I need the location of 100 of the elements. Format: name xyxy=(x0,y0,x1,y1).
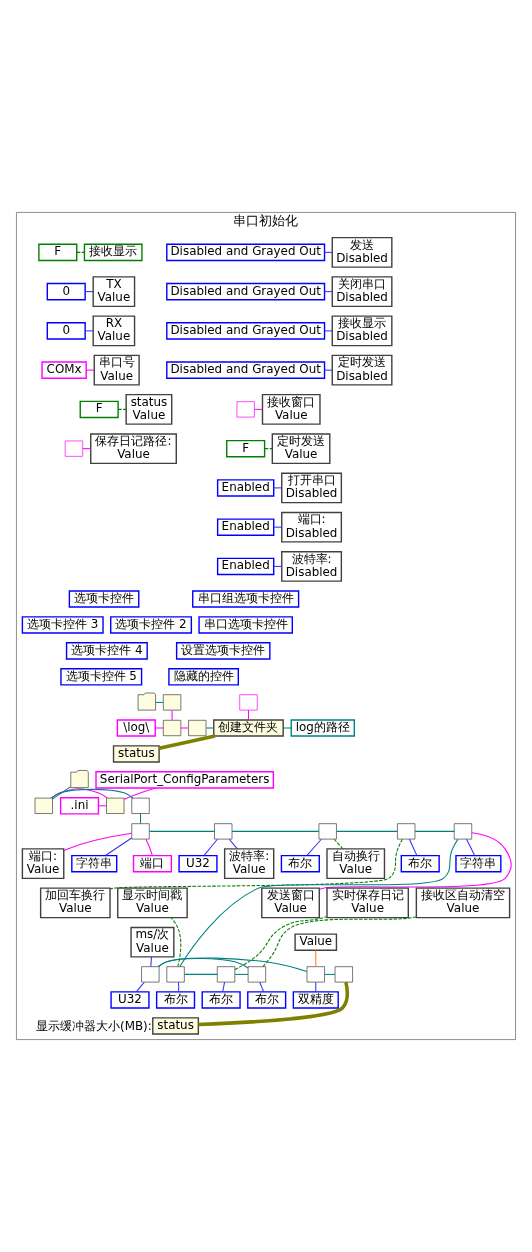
node-box: 创建文件夹 xyxy=(213,719,284,737)
connector xyxy=(170,917,182,967)
node-box xyxy=(166,966,185,983)
node-box: 端口: Value xyxy=(21,848,65,880)
node-box: status Value xyxy=(125,393,173,425)
connector xyxy=(259,981,265,993)
node-box: 波特率: Value xyxy=(223,848,275,880)
node-label: 显示缓冲器大小(MB): xyxy=(36,1019,152,1034)
connector xyxy=(231,830,320,832)
connector xyxy=(228,838,238,850)
connector xyxy=(158,734,216,750)
node-box: 实时保存日记 Value xyxy=(326,887,409,919)
connector xyxy=(306,838,322,856)
node-folder xyxy=(137,692,156,711)
connector xyxy=(324,330,333,332)
connector xyxy=(84,330,94,332)
node-box: COMx xyxy=(41,361,87,379)
node-box: Disabled and Grayed Out xyxy=(166,282,326,301)
node-box: TX Value xyxy=(92,276,136,308)
connector xyxy=(52,786,72,800)
node-box: 选项卡控件 3 xyxy=(21,616,104,634)
node-box: RX Value xyxy=(92,315,136,347)
node-box: Disabled and Grayed Out xyxy=(166,322,326,340)
node-box xyxy=(106,797,125,814)
node-box: 布尔 xyxy=(400,854,440,873)
node-box: \log\ xyxy=(116,719,156,737)
node-box: 打开串口 Disabled xyxy=(281,472,343,504)
connector xyxy=(234,916,328,971)
node-box: Enabled xyxy=(216,479,275,497)
node-box: 隐藏的控件 xyxy=(168,668,239,686)
connector xyxy=(205,727,215,729)
connector xyxy=(324,973,336,975)
node-box xyxy=(397,823,416,840)
node-box: U32 xyxy=(178,854,218,873)
node-box: 定时发送 Value xyxy=(271,433,331,465)
connector xyxy=(150,956,152,968)
connector xyxy=(84,291,94,293)
connector xyxy=(262,916,417,968)
node-box xyxy=(162,719,182,737)
node-box: 加回车换行 Value xyxy=(39,887,111,919)
connector xyxy=(318,832,512,890)
node-box xyxy=(188,719,207,737)
node-box: 布尔 xyxy=(247,991,287,1009)
connector xyxy=(222,981,226,993)
node-folder xyxy=(70,770,89,788)
node-box xyxy=(216,966,236,983)
connector xyxy=(203,838,218,856)
connector xyxy=(273,526,283,528)
node-box: 接收显示 xyxy=(83,243,143,262)
node-box: Disabled and Grayed Out xyxy=(166,361,326,379)
node-box: 设置选项卡控件 xyxy=(175,642,271,660)
node-box: F xyxy=(38,243,78,262)
connector xyxy=(85,369,95,371)
node-box: 选项卡控件 2 xyxy=(110,616,193,634)
node-box: 0 xyxy=(46,282,86,301)
node-box: 选项卡控件 5 xyxy=(60,668,143,686)
connector xyxy=(273,487,283,489)
node-box xyxy=(247,966,266,983)
connector xyxy=(315,949,317,968)
connector xyxy=(145,838,153,856)
node-box xyxy=(64,440,84,457)
node-box xyxy=(131,823,150,840)
node-box: 串口号 Value xyxy=(93,354,140,386)
connector xyxy=(117,408,127,410)
node-box: status xyxy=(152,1017,200,1035)
node-box: log的路径 xyxy=(290,719,356,737)
node-box: 布尔 xyxy=(280,854,320,873)
node-box: 串口选项卡控件 xyxy=(198,616,293,634)
node-box: 端口 xyxy=(132,854,173,873)
node-box: 波特率: Disabled xyxy=(281,551,343,582)
connector xyxy=(234,973,249,975)
node-box: 接收窗口 Value xyxy=(261,393,321,425)
node-box: Enabled xyxy=(216,557,275,576)
connector xyxy=(104,837,133,856)
connector xyxy=(154,727,164,729)
connector xyxy=(273,565,283,567)
connector xyxy=(157,957,308,972)
node-box: F xyxy=(226,439,266,458)
node-box: Disabled and Grayed Out xyxy=(166,243,326,262)
node-box: 选项卡控件 xyxy=(68,590,140,608)
node-box: 发送窗口 Value xyxy=(261,887,320,919)
connector xyxy=(82,448,92,450)
node-box: 关闭串口 Disabled xyxy=(331,276,393,308)
node-box: Enabled xyxy=(216,518,275,536)
node-box: 串口组选项卡控件 xyxy=(192,590,300,608)
node-box: 发送 Disabled xyxy=(331,236,393,268)
node-box: ms/次 Value xyxy=(130,926,175,958)
node-box: 定时发送 Disabled xyxy=(331,354,393,386)
node-box xyxy=(239,694,258,711)
node-box xyxy=(453,823,473,840)
connector xyxy=(76,251,85,253)
node-box xyxy=(334,966,353,983)
connector xyxy=(183,973,218,975)
connector xyxy=(264,448,273,450)
node-box: 0 xyxy=(46,322,86,340)
node-box: .ini xyxy=(59,797,100,815)
node-box: status xyxy=(112,745,160,763)
connector xyxy=(315,981,317,993)
connector xyxy=(140,813,142,825)
connector xyxy=(123,787,157,801)
